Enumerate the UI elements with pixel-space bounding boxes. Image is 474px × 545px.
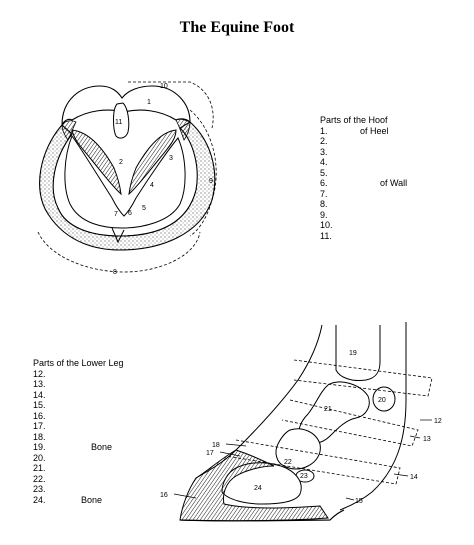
- list-item-number: 6.: [320, 178, 328, 188]
- list-item-number: 22.: [33, 473, 46, 484]
- list-item: 8.: [320, 199, 470, 210]
- leg-label-12: 12: [434, 418, 442, 425]
- hoof-label-6: 6: [128, 210, 132, 217]
- list-item: 15.: [33, 400, 173, 411]
- leg-label-19: 19: [349, 350, 357, 357]
- hoof-label-5: 5: [142, 205, 146, 212]
- list-item: 5.: [320, 168, 470, 179]
- leg-outline-back: [339, 322, 407, 511]
- list-item-number: 17.: [33, 421, 46, 431]
- list-item: 3.: [320, 147, 470, 158]
- list-item-number: 21.: [33, 463, 46, 473]
- central-sulcus: [113, 102, 130, 139]
- leg-label-17: 17: [206, 450, 214, 457]
- hoof-sole-drawing: [37, 81, 217, 273]
- leg-label-14: 14: [410, 474, 418, 481]
- list-item-number: 23.: [33, 484, 46, 494]
- list-item-number: 18.: [33, 431, 46, 442]
- hoof-label-3: 3: [169, 155, 173, 162]
- bar-right: [128, 129, 177, 196]
- list-item: 12.: [33, 369, 173, 380]
- list-item-number: 7.: [320, 188, 328, 199]
- list-item: 11.: [320, 231, 470, 242]
- hoof-label-7: 7: [114, 211, 118, 218]
- list-item: 10.: [320, 220, 470, 231]
- hoof-list-heading: Parts of the Hoof: [320, 115, 388, 125]
- list-item-number: 2.: [320, 136, 328, 146]
- list-item: 16.: [33, 411, 173, 422]
- page-title: The Equine Foot: [179, 19, 295, 36]
- list-item-number: 10.: [320, 220, 333, 230]
- hoof-label-11: 11: [115, 119, 122, 126]
- long-pastern-bone: [298, 381, 370, 444]
- list-item-number: 16.: [33, 410, 46, 421]
- cannon-bone: [335, 325, 381, 381]
- list-item-text: Bone: [91, 442, 113, 452]
- leg-label-21: 21: [324, 406, 332, 413]
- list-item: 7.: [320, 189, 470, 200]
- list-item: 2.: [320, 136, 470, 147]
- list-item: 9.: [320, 210, 470, 221]
- list-item: 1. of Heel: [320, 126, 470, 137]
- list-item: 20.: [33, 453, 173, 464]
- bar-left: [71, 129, 122, 196]
- leg-label-24: 24: [254, 485, 262, 492]
- list-item: 13.: [33, 379, 173, 390]
- hoof-labels: 1 2 3 4 5 6 7 8 9 10 11: [113, 83, 213, 276]
- list-item-number: 5.: [320, 167, 328, 178]
- list-item: 23.: [33, 484, 173, 495]
- list-item: 22.: [33, 474, 173, 485]
- white-line: [57, 189, 197, 237]
- list-item: 24. Bone: [33, 495, 173, 506]
- list-item-text: of Wall: [380, 178, 408, 188]
- list-item: 17.: [33, 421, 173, 432]
- hoof-label-9: 9: [209, 178, 213, 185]
- hoof-label-2: 2: [119, 159, 123, 166]
- leg-label-16: 16: [160, 492, 168, 499]
- list-item: 6. of Wall: [320, 178, 470, 189]
- hoof-label-10: 10: [160, 83, 168, 90]
- leg-parts-list: Parts of the Lower Leg 12. 13. 14. 15. 1…: [33, 358, 173, 505]
- list-item-number: 11.: [320, 230, 332, 241]
- list-item-number: 9.: [320, 209, 328, 220]
- list-item-text: Bone: [81, 494, 103, 505]
- list-item-number: 19.: [33, 442, 46, 452]
- leg-label-15: 15: [355, 498, 363, 505]
- list-item-number: 15.: [33, 400, 46, 410]
- leg-label-22: 22: [284, 459, 292, 466]
- list-item-number: 24.: [33, 494, 46, 505]
- sesamoid-bone: [372, 386, 396, 412]
- leg-labels: 12 13 14 15 16 17 18 19 20 21 22 23 24: [160, 350, 442, 505]
- leg-label-18: 18: [212, 442, 220, 449]
- list-item: 14.: [33, 390, 173, 401]
- sole-side: [179, 509, 345, 522]
- list-item: 21.: [33, 463, 173, 474]
- list-item: 19. Bone: [33, 442, 173, 453]
- list-item-number: 1.: [320, 125, 328, 136]
- short-pastern-bone: [275, 428, 321, 470]
- leg-label-20: 20: [378, 397, 386, 404]
- list-item: 18.: [33, 432, 173, 443]
- sole: [64, 134, 186, 229]
- leg-list-heading: Parts of the Lower Leg: [33, 358, 124, 368]
- list-item-number: 3.: [320, 146, 328, 157]
- lower-leg-drawing: [173, 322, 433, 522]
- hoof-parts-list: Parts of the Hoof 1.of Heel 2. 3. 4. 5. …: [320, 115, 470, 241]
- list-item-number: 8.: [320, 199, 328, 209]
- list-item-number: 13.: [33, 379, 46, 389]
- hoof-label-1: 1: [147, 99, 151, 106]
- hoof-label-4: 4: [150, 182, 154, 189]
- hoof-label-8: 8: [113, 269, 117, 276]
- list-item-number: 12.: [33, 368, 46, 379]
- list-item-number: 4.: [320, 157, 328, 167]
- list-item-text: of Heel: [360, 125, 389, 136]
- list-item: 4.: [320, 157, 470, 168]
- leg-label-23: 23: [300, 473, 308, 480]
- list-item-number: 14.: [33, 389, 46, 400]
- leg-label-13: 13: [423, 436, 431, 443]
- list-item-number: 20.: [33, 452, 46, 463]
